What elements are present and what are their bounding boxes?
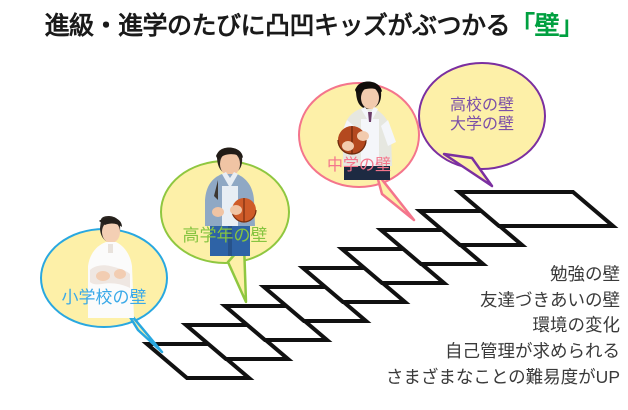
staircase-step — [219, 304, 333, 342]
staircase-step — [375, 228, 489, 266]
bubble-upper-grades[interactable]: 高学年の壁 — [160, 147, 290, 264]
staircase-step — [414, 209, 528, 247]
challenge-item: 勉強の壁 — [550, 264, 620, 284]
bubble-high-label-line2: 大学の壁 — [449, 116, 514, 133]
challenge-item: 友達づきあいの壁 — [480, 289, 620, 310]
page-title-lead: 進級・進学のたびに凸凹キッズがぶつかる — [44, 12, 510, 40]
bubble-junior-high-label: 中学の壁 — [326, 157, 391, 175]
staircase-step — [141, 342, 255, 380]
bubble-high-university-label: 高校の壁 大学の壁 — [450, 97, 514, 135]
staircase-step — [336, 247, 450, 285]
page-title: 進級・進学のたびに凸凹キッズがぶつかる「壁」 — [0, 6, 628, 42]
challenge-item: 環境の変化 — [532, 315, 621, 336]
bubble-high-university[interactable]: 高校の壁 大学の壁 — [418, 62, 546, 170]
staircase-step — [258, 285, 372, 323]
photo-upper-grade-student — [205, 147, 257, 256]
staircase-step — [453, 190, 619, 228]
challenge-item: 自己管理が求められる — [445, 341, 620, 362]
challenge-item: さまざまなことの難易度がUP — [385, 366, 620, 387]
staircase-step — [180, 323, 294, 361]
bubble-upper-grades-label: 高学年の壁 — [182, 225, 268, 245]
bubble-high-label-line1: 高校の壁 — [449, 97, 514, 115]
page-title-highlight: 「壁」 — [510, 12, 584, 40]
photo-elementary-student — [88, 215, 134, 318]
bubble-tail-high-university — [442, 152, 494, 188]
bubble-elementary[interactable]: 小学校の壁 — [40, 215, 168, 328]
bubble-elementary-label: 小学校の壁 — [61, 287, 147, 307]
photo-junior-high-student — [337, 81, 396, 180]
challenge-list: 勉強の壁 友達づきあいの壁 環境の変化 自己管理が求められる さまざまなことの難… — [320, 262, 620, 391]
bubble-tail-junior-high — [374, 170, 416, 222]
bubble-junior-high[interactable]: 中学の壁 — [298, 81, 420, 188]
staircase-step — [297, 266, 411, 304]
